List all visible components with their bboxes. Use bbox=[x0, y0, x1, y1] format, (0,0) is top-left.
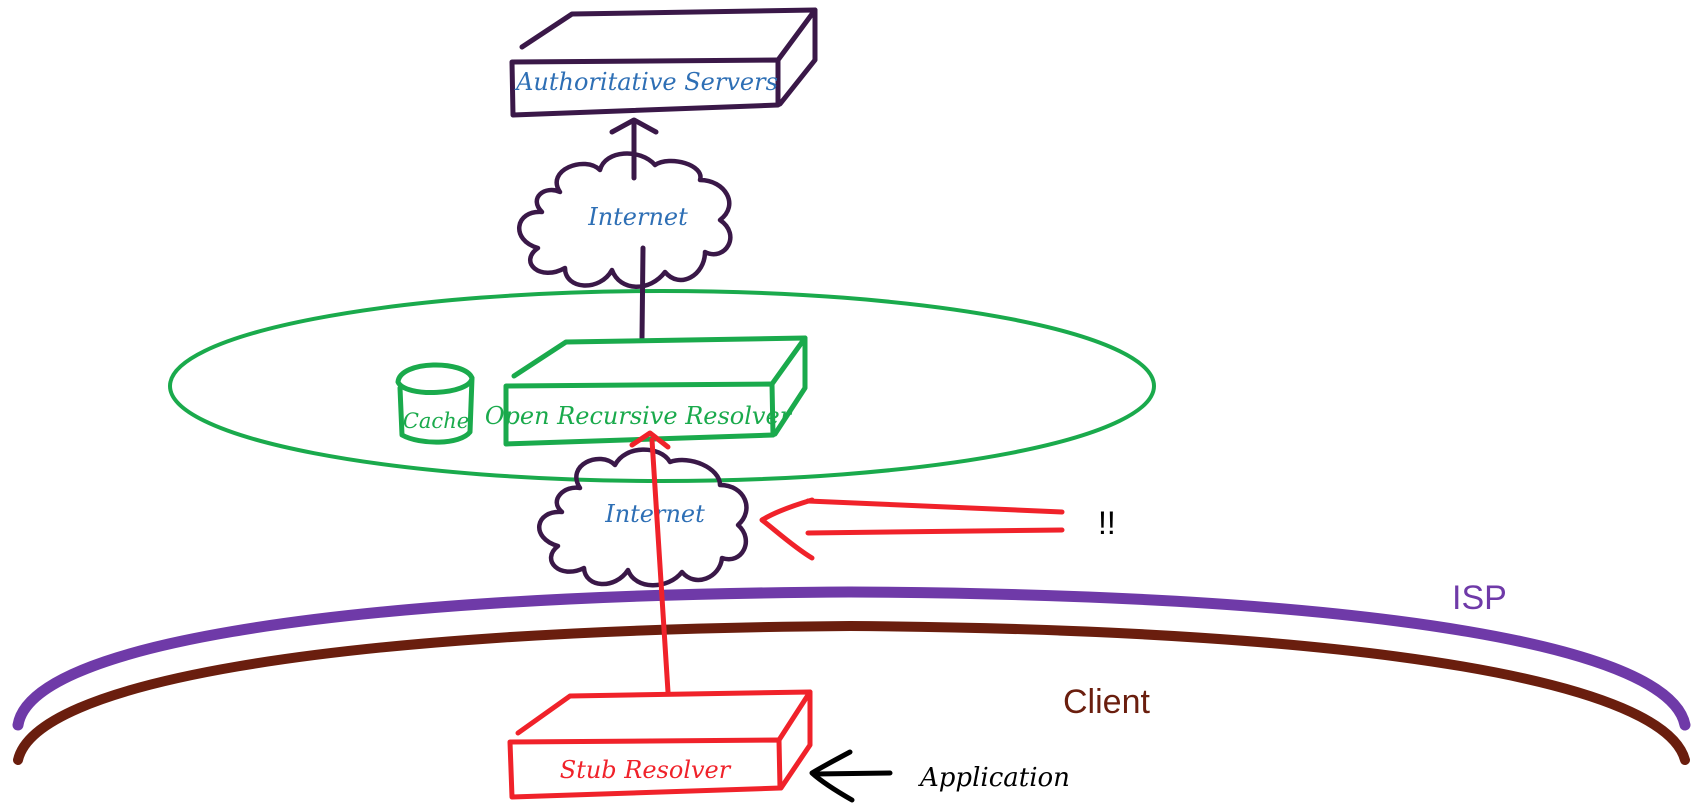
cache-cylinder bbox=[395, 362, 475, 445]
alert-label: !! bbox=[1098, 505, 1116, 541]
client-label: Client bbox=[1063, 683, 1150, 721]
open-recursive-resolver-label: Open Recursive Resolver bbox=[485, 402, 793, 430]
cache-label: Cache bbox=[403, 409, 469, 433]
stub-resolver-label: Stub Resolver bbox=[560, 756, 732, 784]
authoritative-servers-box bbox=[509, 7, 818, 118]
isp-label: ISP bbox=[1452, 579, 1507, 617]
open-recursive-resolver-box bbox=[503, 335, 808, 447]
authoritative-servers-label: Authoritative Servers bbox=[514, 68, 778, 96]
internet-to-authoritative-arrow bbox=[609, 117, 659, 181]
isp-boundary-arc bbox=[12, 586, 1691, 731]
open-resolver-network-ellipse bbox=[168, 289, 1156, 483]
query-path-arrow bbox=[629, 430, 671, 695]
external-attack-arrow bbox=[759, 497, 1065, 561]
stub-resolver-box bbox=[507, 689, 813, 800]
resolver-to-internet-line bbox=[639, 245, 646, 341]
application-label: Application bbox=[918, 763, 1070, 793]
internet-cloud-bottom bbox=[537, 447, 749, 588]
internet-cloud-top bbox=[517, 151, 733, 289]
internet-top-label: Internet bbox=[587, 203, 688, 231]
client-boundary-arc bbox=[13, 620, 1690, 765]
application-arrow bbox=[809, 749, 893, 803]
